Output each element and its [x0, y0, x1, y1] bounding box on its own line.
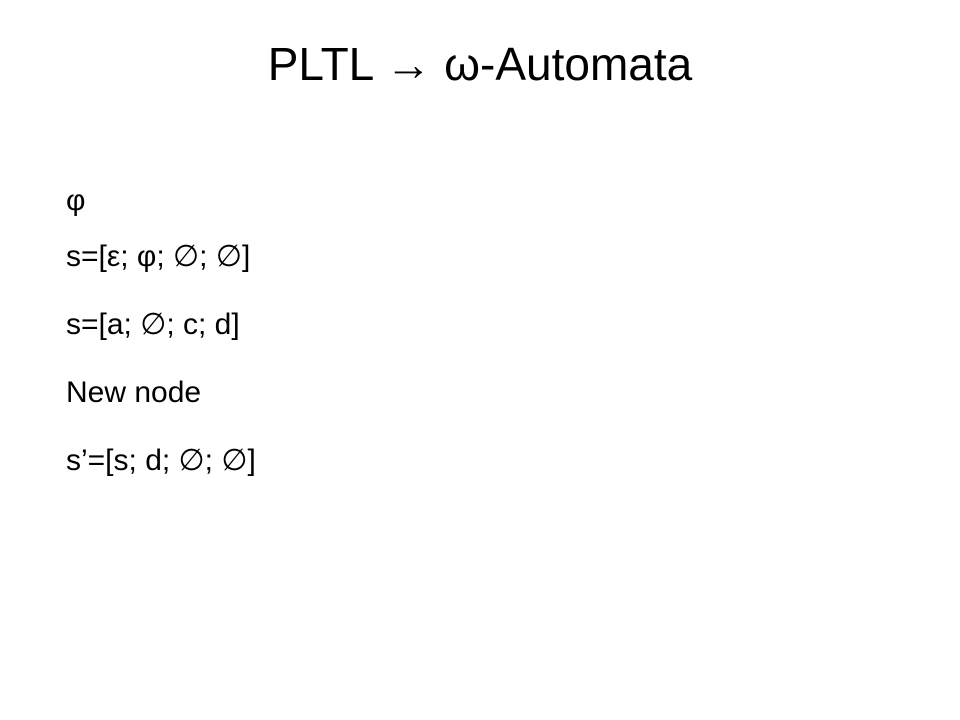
- slide-body: φ s=[ε; φ; ∅; ∅] s=[a; ∅; c; d] New node…: [66, 182, 926, 510]
- example-node-line: s=[a; ∅; c; d]: [66, 308, 240, 341]
- initial-node-line: s=[ε; φ; ∅; ∅]: [66, 240, 251, 273]
- new-node-line: s’=[s; d; ∅; ∅]: [66, 444, 256, 477]
- slide-title: PLTL → ω-Automata: [267, 38, 693, 90]
- new-node-label: New node: [66, 376, 202, 409]
- phi-line: φ: [66, 184, 86, 217]
